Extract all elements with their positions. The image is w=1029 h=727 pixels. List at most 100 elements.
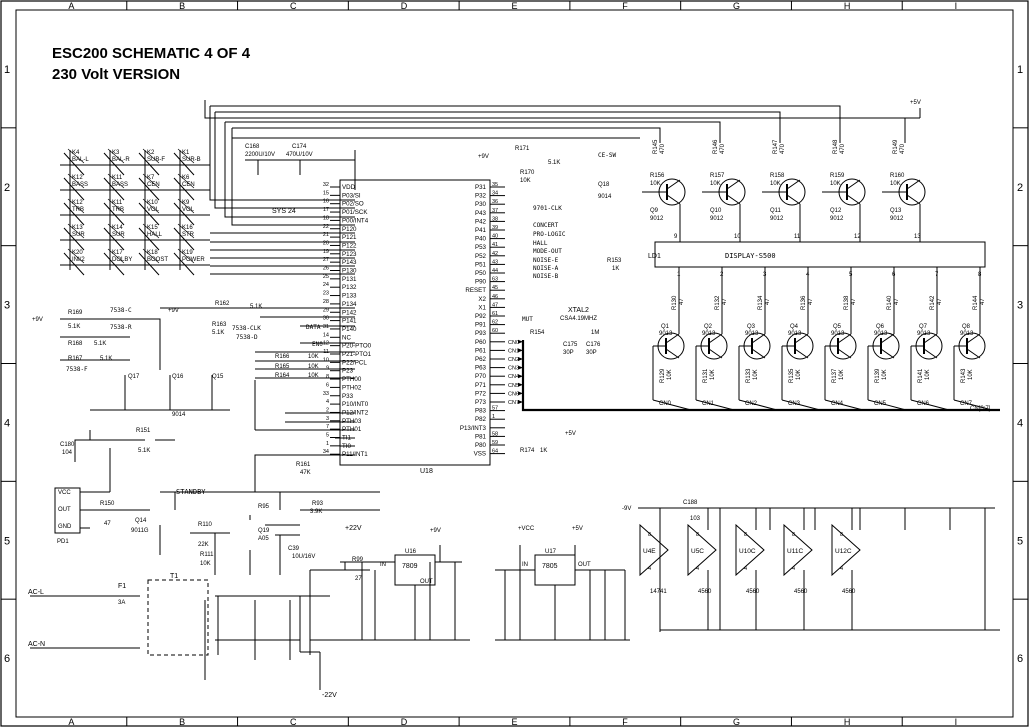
key-switch <box>107 148 125 164</box>
resistor-ref: R145 <box>653 139 659 154</box>
u18-pin-name: P71 <box>475 382 487 389</box>
opamp-pin: 8 <box>648 532 651 538</box>
sys24-label: SYS 24 <box>272 208 296 215</box>
transistor-emitter <box>906 179 921 190</box>
u18-pin-name: P20-PTO0 <box>342 343 372 350</box>
svg-text:10K: 10K <box>520 178 531 184</box>
u18-pin-name: P33 <box>342 393 354 400</box>
sheet-subtitle: 230 Volt VERSION <box>52 66 180 83</box>
transistor-part: 9012 <box>830 216 844 222</box>
key-switch <box>177 248 195 264</box>
resistor-ref: R156 <box>650 173 665 179</box>
column-label: H <box>844 1 851 11</box>
key-function: BASS <box>112 182 128 188</box>
key-switch <box>103 227 125 251</box>
u18-pin-number: 7 <box>326 424 329 430</box>
cn-wire <box>824 399 864 411</box>
transistor-ref: Q11 <box>770 208 782 214</box>
resistor-value: 47 <box>722 298 728 305</box>
u18-pin-number: 35 <box>492 182 498 188</box>
svg-text:R153: R153 <box>607 258 622 264</box>
rail-neg22v: -22V <box>322 692 337 699</box>
resistor-ref: R130 <box>672 295 678 310</box>
sig-7538-clk: 7538-CLK <box>232 325 261 332</box>
u18-pin-number: 11 <box>323 349 329 355</box>
resistor-value: 10K <box>968 369 974 380</box>
svg-text:R93: R93 <box>312 501 324 507</box>
row-label: 1 <box>1017 64 1023 76</box>
resistor-ref: R136 <box>801 295 807 310</box>
opamp-part: 4560 <box>794 589 808 595</box>
cn-signal-label: CN7 <box>508 400 519 406</box>
opamp-pin: 4 <box>744 566 747 572</box>
u18-pin-name: P83 <box>475 408 487 415</box>
transistor-collector <box>666 194 681 205</box>
u18-pin-number: 61 <box>492 311 498 317</box>
u18-pin-name: P92 <box>475 313 487 320</box>
resistor-value: 470 <box>780 143 786 154</box>
resistor-ref: R159 <box>830 173 845 179</box>
u18-pin-number: 36 <box>492 199 498 205</box>
transistor-emitter <box>708 348 723 359</box>
svg-text:R162: R162 <box>215 301 230 307</box>
resistor-value: 47 <box>937 298 943 305</box>
transistor-collector <box>786 194 801 205</box>
cn-label: CN4 <box>831 401 844 407</box>
key-switch <box>173 227 195 251</box>
transistor-collector <box>665 333 680 344</box>
rail-vcc: +VCC <box>518 526 535 532</box>
u18-pin-name: P43 <box>475 210 487 217</box>
u18-pin-name: P31 <box>475 184 487 191</box>
resistor-ref: R134 <box>758 295 764 310</box>
u16-ref: U16 <box>405 549 417 555</box>
svg-text:Q19: Q19 <box>258 528 270 534</box>
resistor-value: 470 <box>900 143 906 154</box>
u18-pin-name: P53 <box>475 244 487 251</box>
u18-pin-name: P121 <box>342 234 357 241</box>
transistor-part: 9013 <box>745 331 759 337</box>
transistor-ref: Q2 <box>704 324 713 330</box>
u18-pin-number: 15 <box>323 190 329 196</box>
resistor-ref: R143 <box>961 368 967 383</box>
resistor-value: 10K <box>925 369 931 380</box>
transistor-ref: Q13 <box>890 208 902 214</box>
resistor-value: 10K <box>796 369 802 380</box>
key-switch <box>67 248 85 264</box>
u18-pin-number: 8 <box>326 374 329 380</box>
u18-pin-number: 14 <box>323 332 329 338</box>
u18-pin-name: P120 <box>342 226 357 233</box>
transistor-collector <box>906 194 921 205</box>
key-switch <box>173 177 195 201</box>
cn-label: CN6 <box>917 401 930 407</box>
key-switch <box>63 177 85 201</box>
u18-pin-number: 25 <box>323 274 329 280</box>
key-ref: K18 <box>147 250 158 256</box>
svg-text:Q18: Q18 <box>598 182 610 188</box>
display-pin: 5 <box>849 272 853 278</box>
u18-pin-name: PTH02 <box>342 384 362 391</box>
column-label: I <box>955 1 958 11</box>
cn-wire <box>652 399 692 411</box>
transistor-collector <box>966 333 981 344</box>
key-ref: K11 <box>112 200 123 206</box>
resistor-value: 470 <box>840 143 846 154</box>
u18-pin-name: P40 <box>475 236 487 243</box>
opamp-pin: 4 <box>648 566 651 572</box>
key-function: STR <box>182 232 195 238</box>
row-label: 6 <box>4 653 10 665</box>
cn-wire <box>781 399 821 411</box>
svg-text:9014: 9014 <box>172 412 186 418</box>
cn-arrow <box>518 382 523 387</box>
cn-arrow <box>518 357 523 361</box>
resistor-value: 10K <box>839 369 845 380</box>
u18-pin-number: 37 <box>492 208 498 214</box>
key-switch <box>138 227 160 251</box>
svg-text:5.1K: 5.1K <box>250 304 262 310</box>
svg-text:10K: 10K <box>308 373 319 379</box>
key-ref: K13 <box>72 225 83 231</box>
svg-text:1K: 1K <box>612 266 619 272</box>
resistor-value: 10K <box>710 181 721 187</box>
u18-pin-name: P41 <box>475 227 487 234</box>
